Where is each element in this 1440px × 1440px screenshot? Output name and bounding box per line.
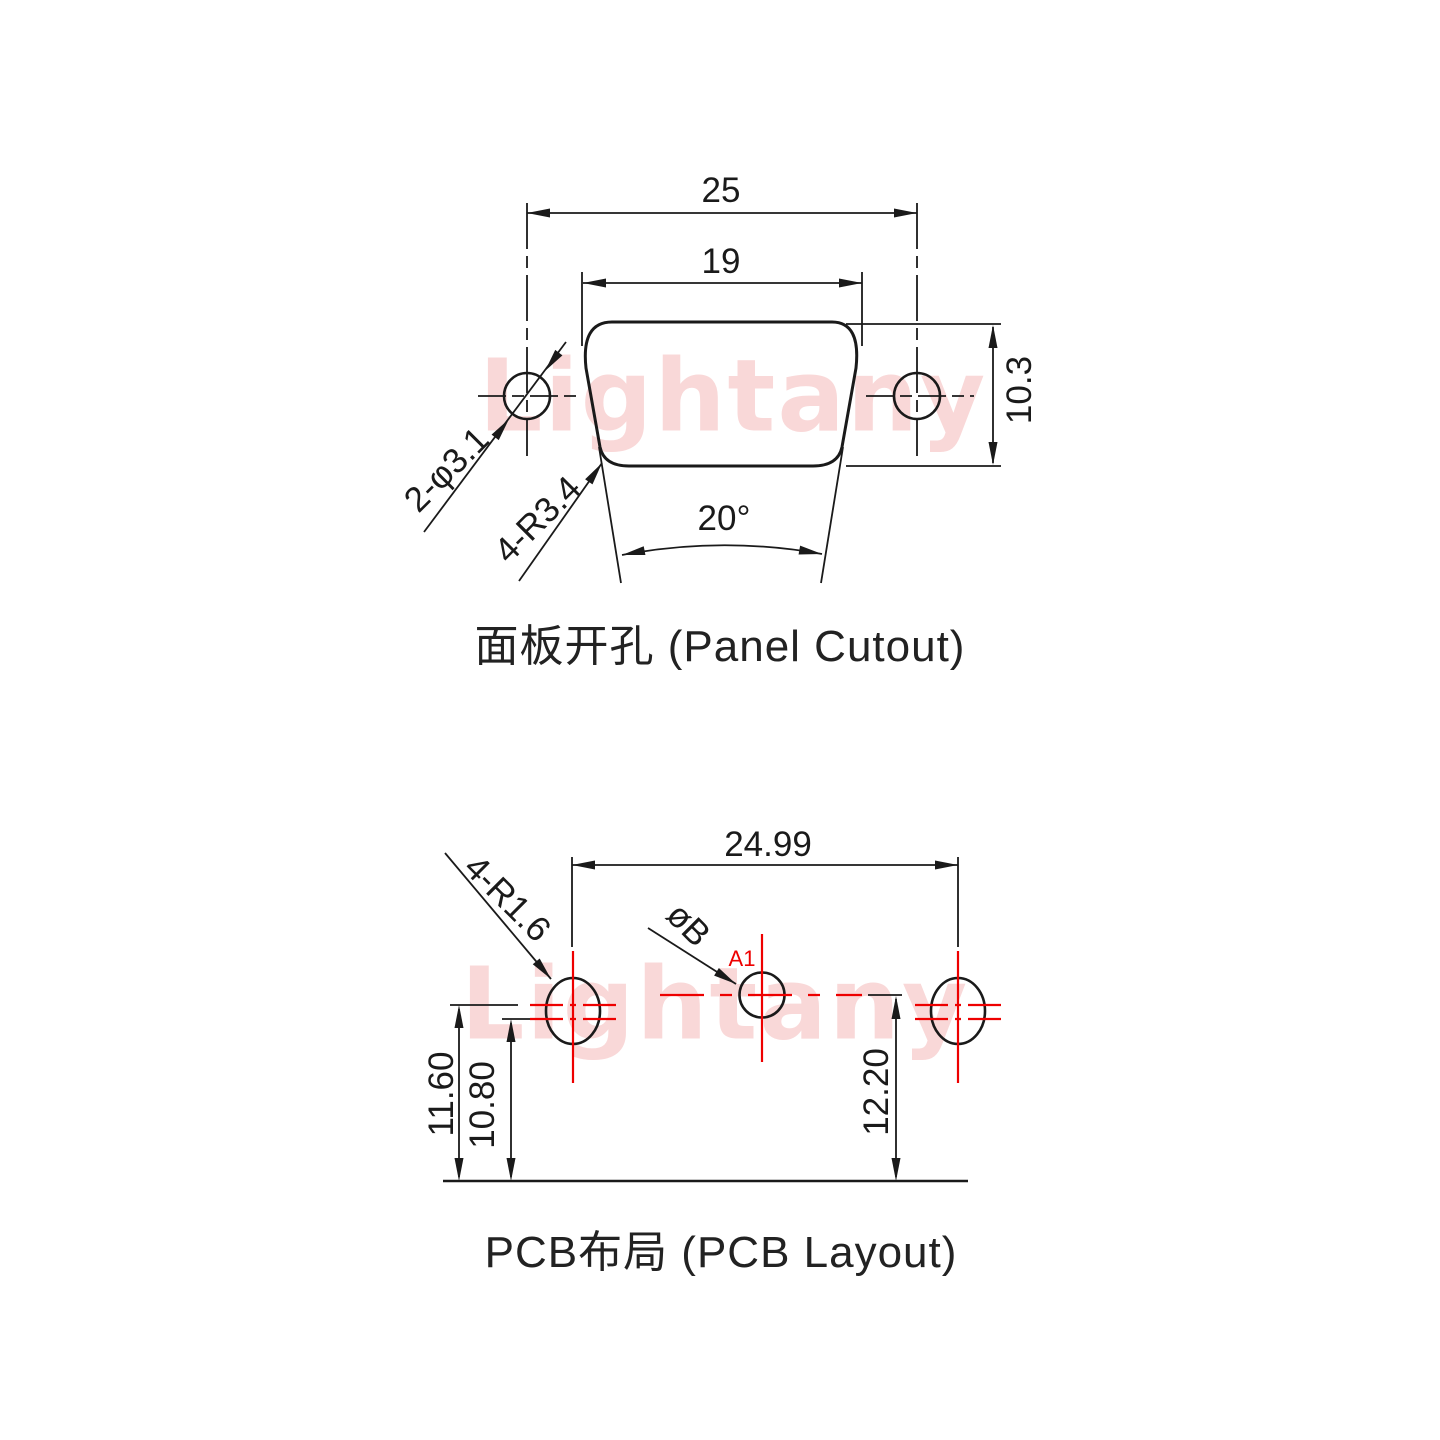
dim-text-right-height: 12.20 — [857, 1048, 896, 1136]
arrowhead — [454, 1005, 464, 1028]
arrowhead — [622, 546, 646, 556]
arrowhead — [585, 463, 602, 485]
dim-text-inner-width: 19 — [701, 242, 741, 281]
red-centerlines — [530, 934, 1001, 1083]
dim-text-left-outer-height: 11.60 — [422, 1051, 461, 1137]
arrowhead — [798, 545, 822, 555]
dim-text-pad-pitch: 24.99 — [724, 825, 812, 864]
leader-line-pad-radius — [444, 852, 552, 980]
arrowhead — [506, 1158, 516, 1181]
taper-ext-left — [598, 446, 622, 584]
pcb-layout-title: PCB布局 (PCB Layout) — [484, 1228, 958, 1277]
arrowhead — [532, 958, 551, 979]
arrowhead — [839, 278, 862, 288]
arrowhead — [491, 419, 509, 441]
arrowhead — [714, 967, 736, 984]
panel-cutout-title: 面板开孔 (Panel Cutout) — [474, 622, 966, 671]
arrowhead — [572, 860, 595, 870]
leader-line-corner-radius — [518, 462, 603, 582]
arrowhead — [891, 996, 901, 1019]
taper-ext-right — [820, 446, 844, 584]
arrowhead — [988, 325, 998, 348]
arrowhead — [545, 349, 563, 371]
dim-text-taper-angle: 20° — [697, 499, 751, 538]
angle-arc-20deg — [621, 544, 823, 556]
dim-text-left-inner-height: 10.80 — [463, 1061, 502, 1149]
dim-text-height: 10.3 — [1000, 355, 1039, 425]
arrowhead — [583, 278, 606, 288]
arrowhead — [527, 208, 550, 218]
arrowhead — [988, 442, 998, 465]
panel-cutout-drawing — [423, 203, 1001, 584]
arrowhead — [935, 860, 958, 870]
arrowhead — [506, 1019, 516, 1042]
dim-text-outer-width: 25 — [701, 171, 741, 210]
dsub-cutout-outline — [583, 320, 859, 468]
pcb-layout-drawing — [443, 852, 1001, 1183]
pin-a1-label: A1 — [728, 946, 756, 971]
arrowhead — [891, 1158, 901, 1181]
arrowhead — [454, 1158, 464, 1181]
arrowhead — [894, 208, 917, 218]
